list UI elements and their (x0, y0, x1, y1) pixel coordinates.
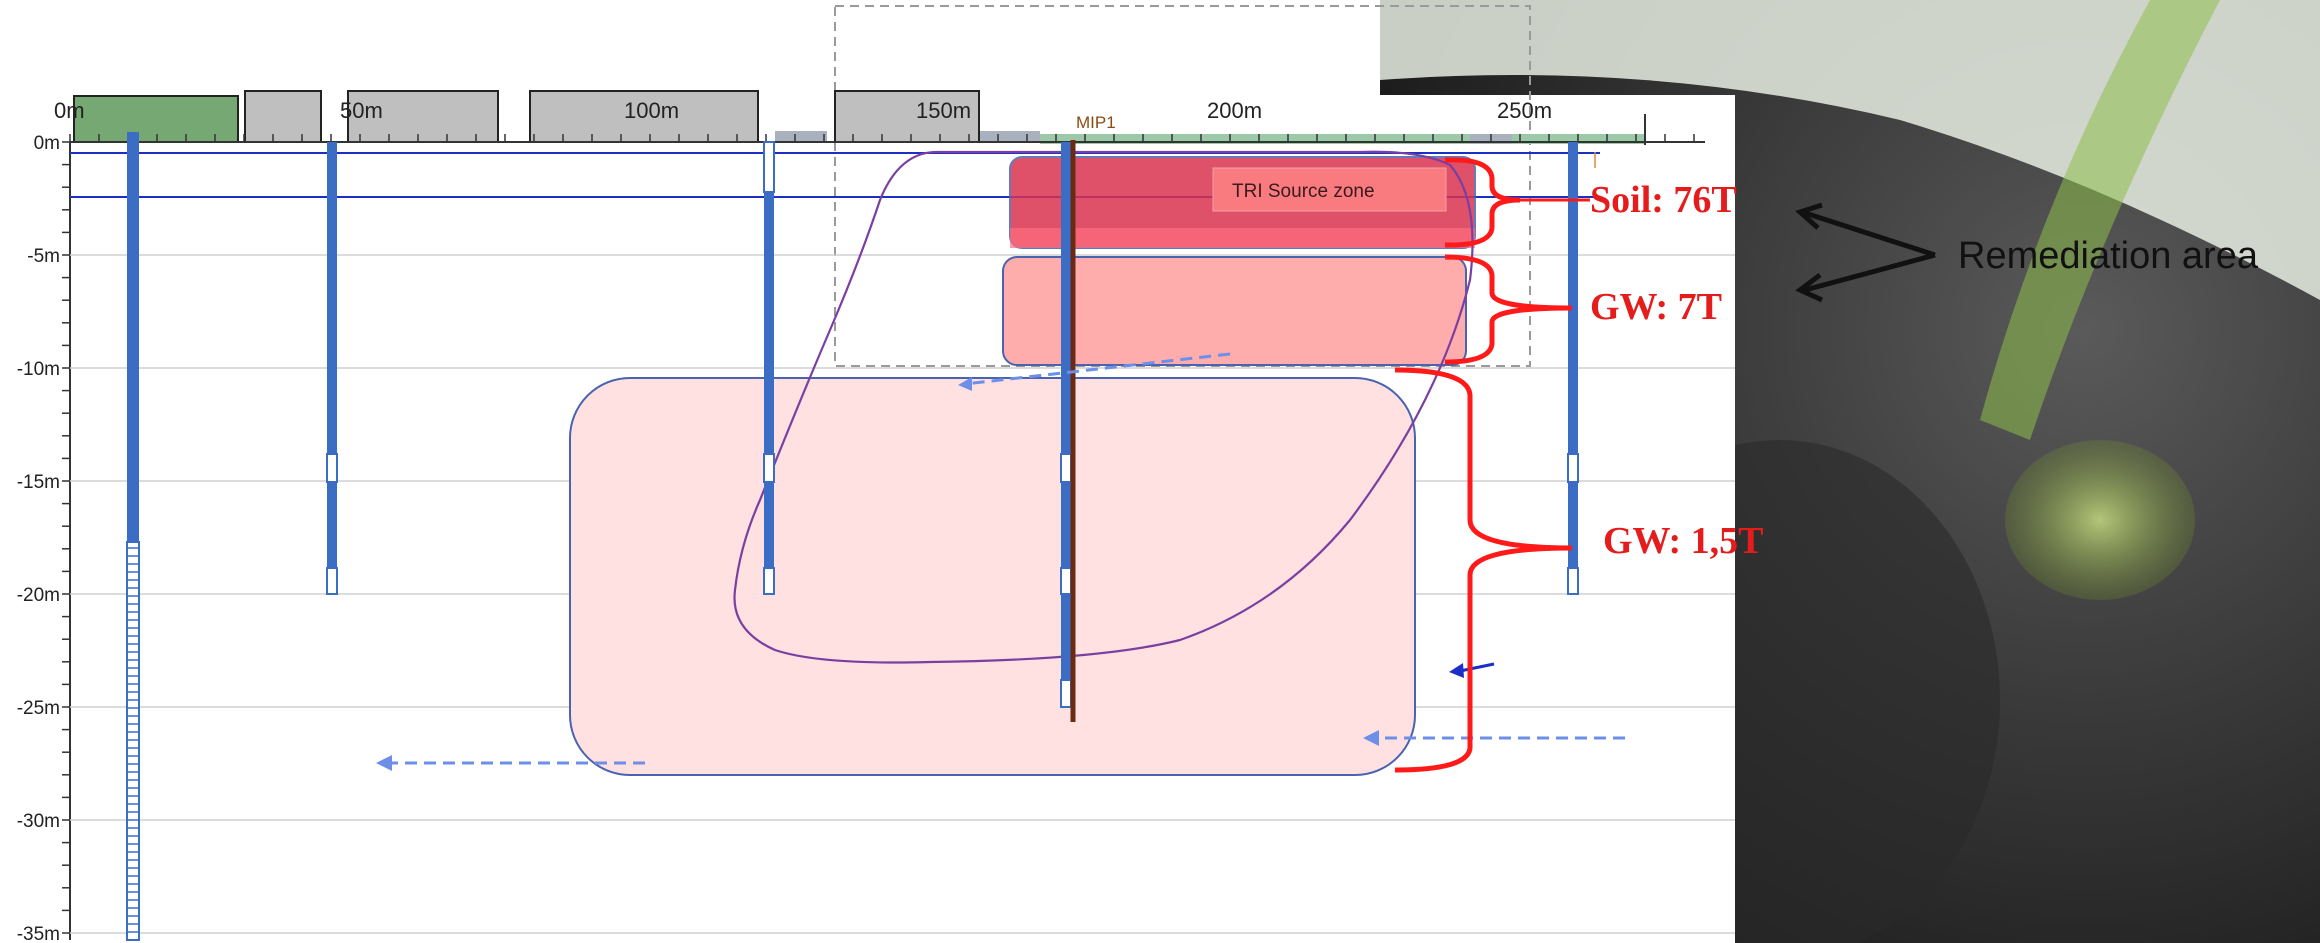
depth-tick-label: -20m (17, 585, 60, 606)
solid-arrow-icon (1449, 663, 1464, 678)
well-4-screen (1060, 453, 1072, 483)
bracket-gw-deep (1394, 367, 1573, 773)
well-2 (327, 142, 337, 454)
well-5-screen (1567, 453, 1579, 483)
dashed-arrow-left-icon (1363, 730, 1379, 746)
building-small (980, 131, 1040, 142)
depth-tick-label: 0m (34, 133, 60, 154)
depth-tick-label: -15m (17, 472, 60, 493)
depth-tick-label: -10m (17, 359, 60, 380)
bracket-gw-upper (1444, 254, 1573, 365)
dashed-arrow-left-icon (958, 377, 972, 391)
well-2-lower (327, 482, 337, 568)
well-5 (1568, 142, 1578, 594)
soil-zone-lower (1010, 228, 1475, 248)
distance-tick-label: 250m (1497, 98, 1552, 123)
well-2-screen (326, 567, 338, 595)
well-1 (127, 132, 139, 542)
building-gray (347, 90, 499, 143)
building-green (73, 95, 239, 143)
distance-tick-label: 200m (1207, 98, 1262, 123)
gw-upper-mass-label: GW: 7T (1590, 286, 1722, 328)
building-gray (244, 90, 322, 143)
plume-outline (733, 150, 1474, 664)
distance-tick-label: 0m (54, 98, 85, 123)
dashed-arrow-left-icon (964, 352, 1231, 386)
chart-top-panel (0, 0, 1380, 95)
dashed-arrow-left-icon (376, 755, 392, 771)
gw-upper-zone (1002, 256, 1467, 366)
well-3 (764, 142, 774, 594)
soil-mass-label: Soil: 76T (1590, 179, 1737, 221)
well-2-screen (326, 453, 338, 483)
solid-arrow-icon (1459, 662, 1495, 673)
ground-strip (1040, 134, 1645, 144)
gw-deep-zone (569, 377, 1416, 776)
distance-tick-label: 100m (624, 98, 679, 123)
well-4-screen (1060, 679, 1072, 708)
well-3-screen (763, 453, 775, 483)
well-1-screen (126, 541, 140, 941)
depth-minor-ticks (62, 141, 70, 934)
depth-tick-label: -35m (17, 924, 60, 943)
building-gray (834, 90, 980, 143)
distance-tick-label: 150m (916, 98, 971, 123)
depth-tick-label: -25m (17, 698, 60, 719)
monitoring-wells (126, 132, 1579, 941)
callout-arrows (1795, 202, 1936, 303)
well-4 (1061, 142, 1071, 707)
mip-label: MIP1 (1076, 113, 1116, 132)
building-small (775, 131, 827, 142)
well-3-screen (763, 141, 775, 193)
distance-minor-ticks (69, 134, 1695, 142)
well-4-screen (1060, 567, 1072, 595)
well-3-screen (763, 567, 775, 595)
depth-tick-label: -30m (17, 811, 60, 832)
distance-tick-label: 50m (340, 98, 383, 123)
source-zone-box (1212, 167, 1447, 212)
gw-deep-mass-label: GW: 1,5T (1603, 520, 1763, 562)
depth-tick-label: -5m (27, 246, 60, 267)
source-zone-label: TRI Source zone (1232, 181, 1375, 202)
well-5-screen (1567, 567, 1579, 595)
remediation-area-label: Remediation area (1958, 235, 2259, 277)
